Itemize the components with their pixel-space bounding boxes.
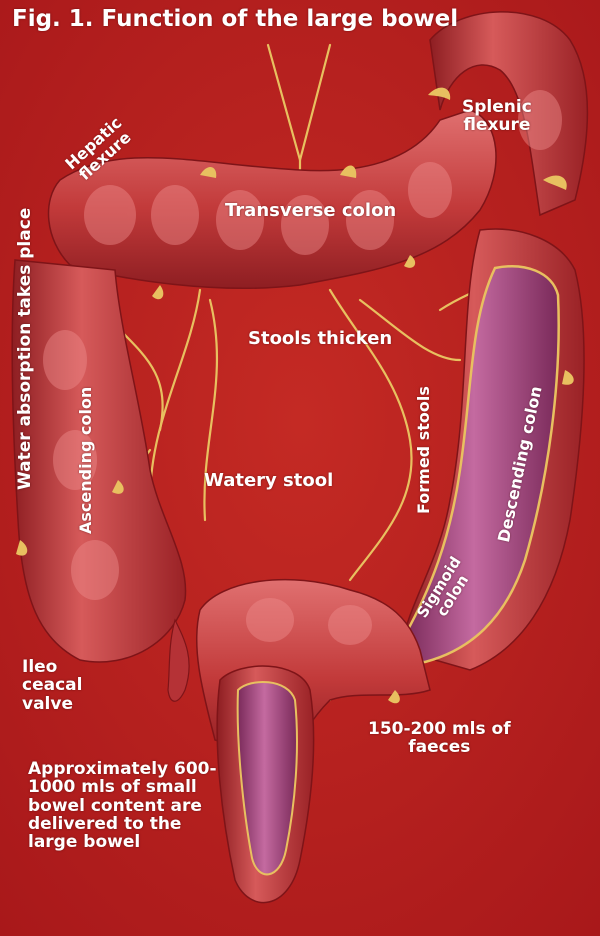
descending-colon-lumen <box>403 265 560 664</box>
appendix-shape <box>167 618 190 702</box>
splenic-flexure-shape <box>429 11 589 217</box>
label-transverse-colon: Transverse colon <box>225 200 397 221</box>
label-watery-stool: Watery stool <box>204 470 334 491</box>
rectum-lumen <box>236 680 298 876</box>
label-formed-stools: Formed stools <box>414 386 433 514</box>
label-ascending-colon: Ascending colon <box>76 386 95 534</box>
label-water-absorption: Water absorption takes place <box>15 207 35 490</box>
label-ileo-caecal-valve: Ileo ceacal valve <box>22 657 83 714</box>
label-splenic-flexure: Splenic flexure <box>462 97 532 136</box>
label-faeces-volume: 150-200 mls of faeces <box>368 719 511 758</box>
ascending-colon-shape <box>11 259 187 663</box>
label-small-bowel-volume: Approximately 600- 1000 mls of small bow… <box>28 759 217 853</box>
haustra-highlights <box>43 90 562 645</box>
label-stools-thicken: Stools thicken <box>248 328 393 349</box>
figure-title: Fig. 1. Function of the large bowel <box>12 6 459 32</box>
fat-appendages <box>16 87 574 704</box>
